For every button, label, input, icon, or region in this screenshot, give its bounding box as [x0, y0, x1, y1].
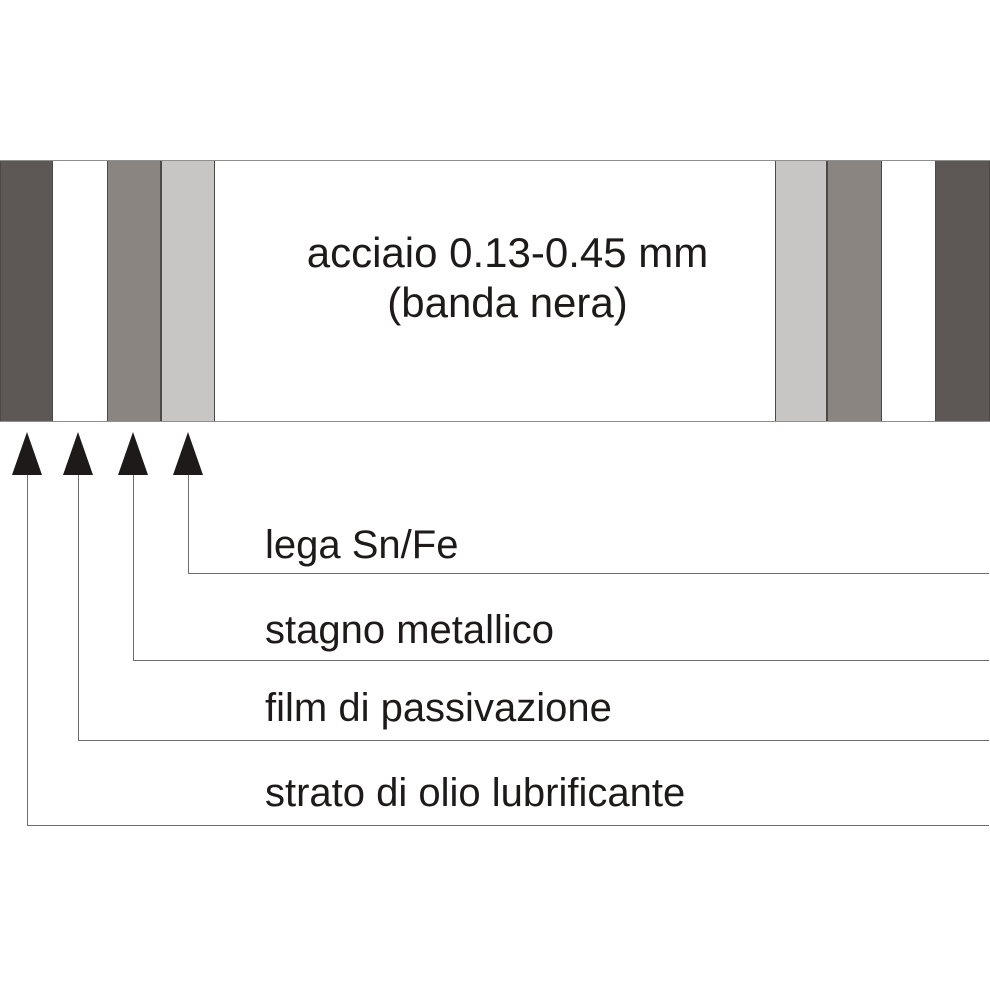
tin-layer-stripe-right	[827, 161, 882, 421]
passivation-layer-stripe-right	[882, 161, 935, 421]
steel-core-label-line2: (banda nera)	[387, 279, 628, 326]
callout-label-tin: stagno metallico	[265, 608, 555, 652]
alloy-layer-stripe-left	[161, 161, 215, 421]
callout-label-oil: strato di olio lubrificante	[265, 771, 686, 815]
passivation-layer-stripe-left	[53, 161, 107, 421]
passivation-layer-up-arrow-icon	[63, 432, 93, 475]
oil-layer-leader-line	[27, 475, 989, 826]
alloy-layer-leader-line	[188, 475, 989, 574]
oil-layer-stripe-right	[935, 161, 990, 421]
oil-layer-up-arrow-icon	[12, 432, 42, 475]
tin-layer-leader-line	[133, 475, 989, 661]
callout-label-alloy: lega Sn/Fe	[265, 523, 459, 567]
tinplate-cross-section-band	[0, 160, 990, 422]
oil-layer-stripe-left	[0, 161, 53, 421]
alloy-layer-stripe-right	[775, 161, 827, 421]
steel-core-region	[215, 161, 775, 421]
steel-core-label-line1: acciaio 0.13-0.45 mm	[306, 229, 709, 276]
passivation-layer-leader-line	[78, 475, 989, 741]
tin-layer-stripe-left	[107, 161, 161, 421]
callout-label-passivation: film di passivazione	[265, 686, 612, 730]
alloy-layer-up-arrow-icon	[173, 432, 203, 475]
tin-layer-up-arrow-icon	[118, 432, 148, 475]
steel-core-label: acciaio 0.13-0.45 mm (banda nera)	[215, 228, 800, 328]
